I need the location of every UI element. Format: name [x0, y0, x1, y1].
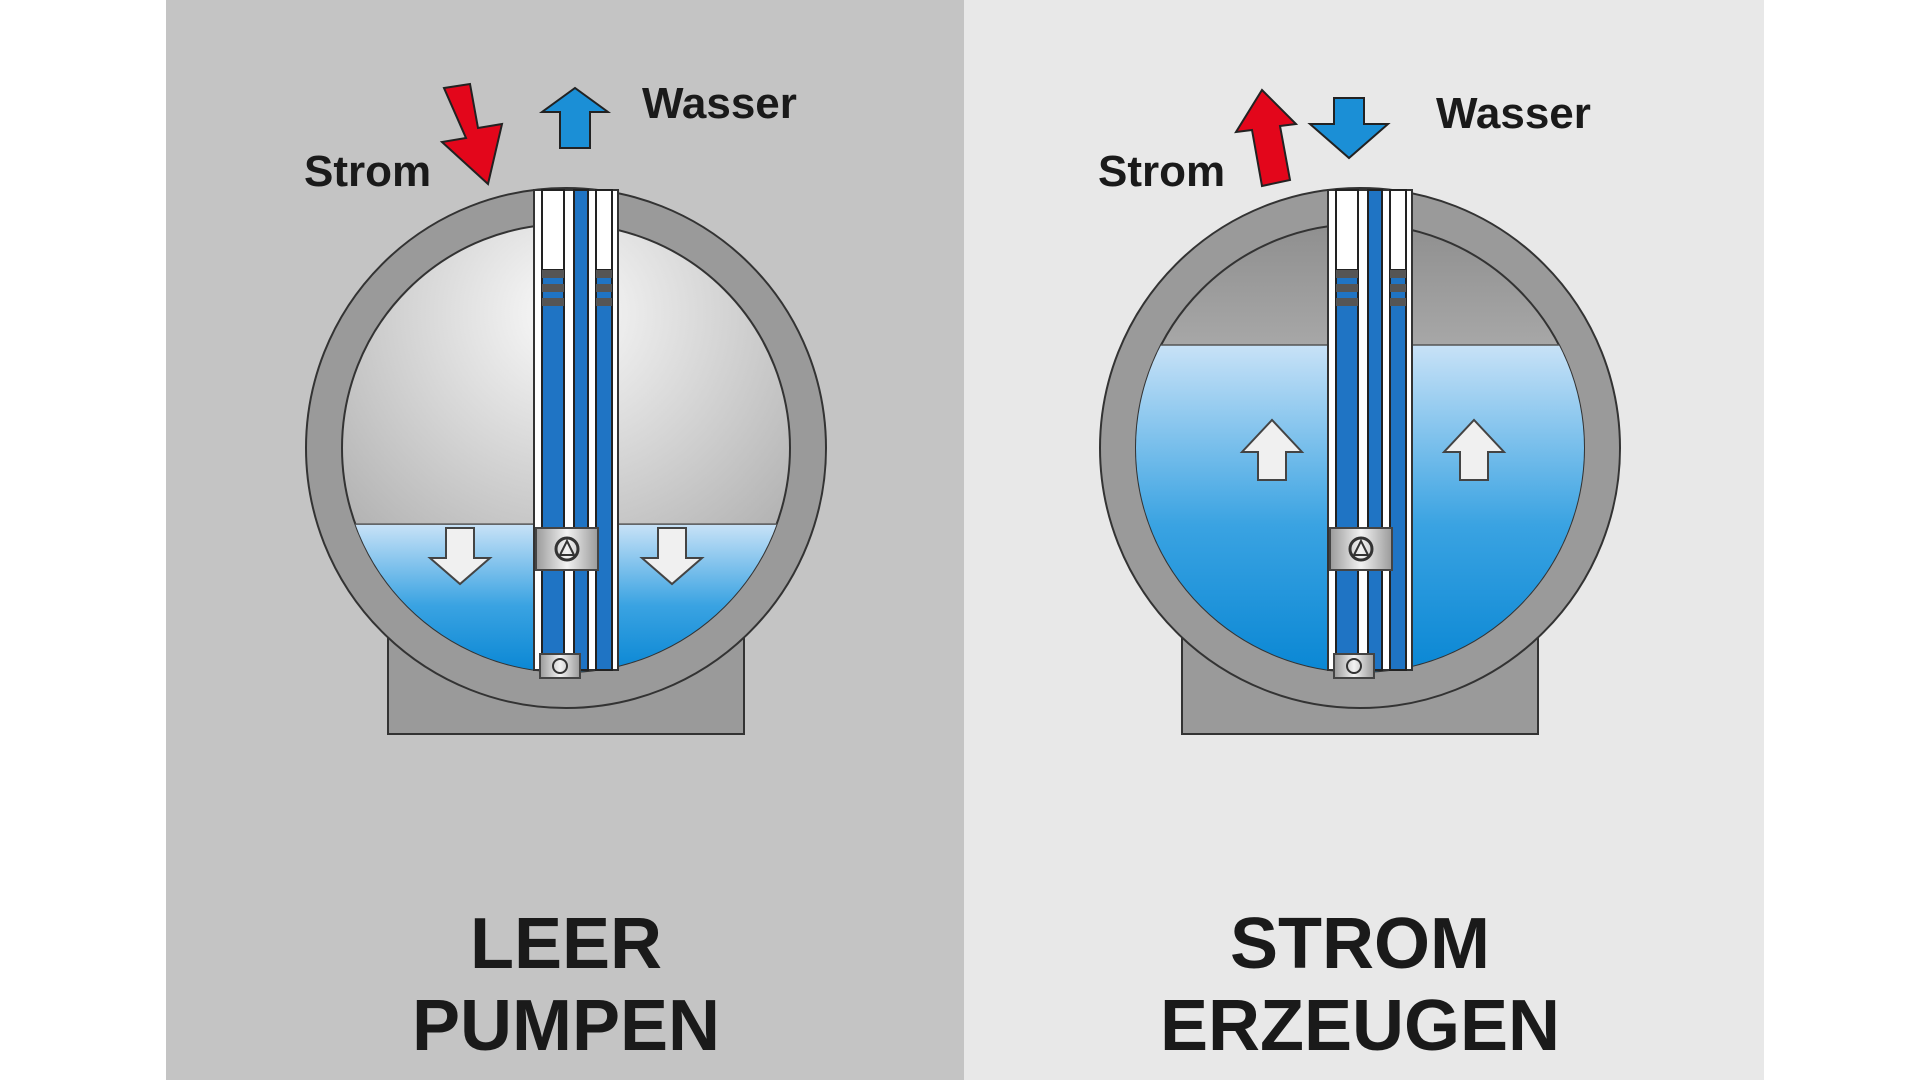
- caption-line2-left: PUMPEN: [412, 986, 720, 1066]
- strom-label-left: Strom: [304, 147, 431, 196]
- wasser-arrow-icon: [1307, 97, 1391, 160]
- wasser-arrow-icon: [538, 86, 612, 149]
- strom-arrow-icon: [439, 82, 504, 186]
- wasser-label-left: Wasser: [642, 79, 797, 128]
- fill-arrow-icon: [1239, 418, 1305, 481]
- drain-arrow-icon: [639, 527, 705, 586]
- pipe-and-pump-left: [532, 188, 620, 680]
- fill-arrow-icon: [1441, 418, 1507, 481]
- panel-right: Strom Wasser STROM ERZEUGEN: [964, 0, 1764, 1080]
- caption-line2-right: ERZEUGEN: [1160, 986, 1560, 1066]
- strom-arrow-icon: [1234, 88, 1299, 188]
- panel-left: Strom Wasser LEER PUMPEN: [166, 0, 964, 1080]
- caption-line1-left: LEER: [470, 904, 662, 984]
- caption-line1-right: STROM: [1230, 904, 1490, 984]
- pipe-and-pump-right: [1326, 188, 1414, 680]
- drain-arrow-icon: [427, 527, 493, 586]
- strom-label-right: Strom: [1098, 147, 1225, 196]
- wasser-label-right: Wasser: [1436, 89, 1591, 138]
